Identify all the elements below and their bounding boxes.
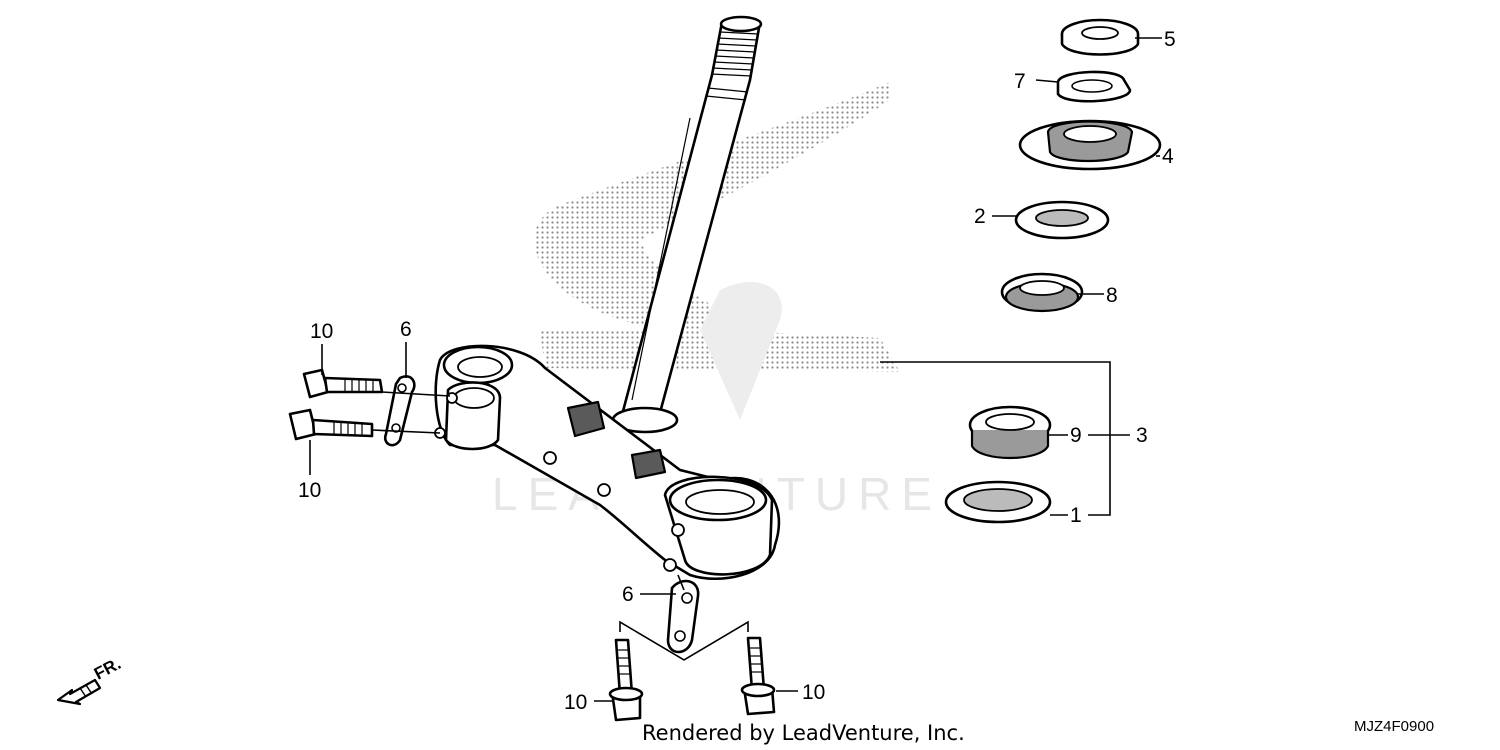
callout-7: 7 (1014, 70, 1026, 93)
callout-10-upper-left: 10 (310, 320, 333, 343)
part-7-lock-washer (1056, 70, 1132, 103)
part-4-adjusting-nut (1018, 119, 1162, 171)
plate-left (383, 375, 416, 447)
callout-2: 2 (974, 205, 986, 228)
leader-lines (309, 37, 1162, 702)
callout-10-lower-left: 10 (298, 479, 321, 502)
bolt-lower-right (740, 636, 776, 716)
callout-10-bottom-right: 10 (802, 681, 825, 704)
credit-text: Rendered by LeadVenture, Inc. (642, 721, 965, 745)
callout-6-left: 6 (400, 318, 412, 341)
part-8-bearing (1000, 272, 1084, 313)
part-5-lock-nut (1060, 18, 1140, 56)
watermark-wing-logo (534, 82, 900, 420)
diagram-code: MJZ4F0900 (1354, 718, 1434, 735)
callout-1: 1 (1070, 504, 1082, 527)
part-1-dust-seal (944, 480, 1052, 524)
plate-lower (666, 579, 700, 654)
callout-3: 3 (1136, 424, 1148, 447)
front-direction-label: FR. (91, 654, 124, 684)
bolt-left-lower (288, 408, 374, 441)
callout-5: 5 (1164, 28, 1176, 51)
bolt-left-upper (302, 368, 384, 399)
callout-10-bottom-left: 10 (564, 691, 587, 714)
part-2-dust-seal (1014, 200, 1110, 240)
callout-4: 4 (1162, 145, 1174, 168)
callout-8: 8 (1106, 284, 1118, 307)
part-9-bearing (968, 405, 1052, 460)
front-direction-arrow-icon (56, 678, 102, 706)
callout-9: 9 (1070, 424, 1082, 447)
bolt-lower-left (608, 638, 644, 722)
steering-stem (434, 15, 781, 581)
callout-6-lower: 6 (622, 583, 634, 606)
